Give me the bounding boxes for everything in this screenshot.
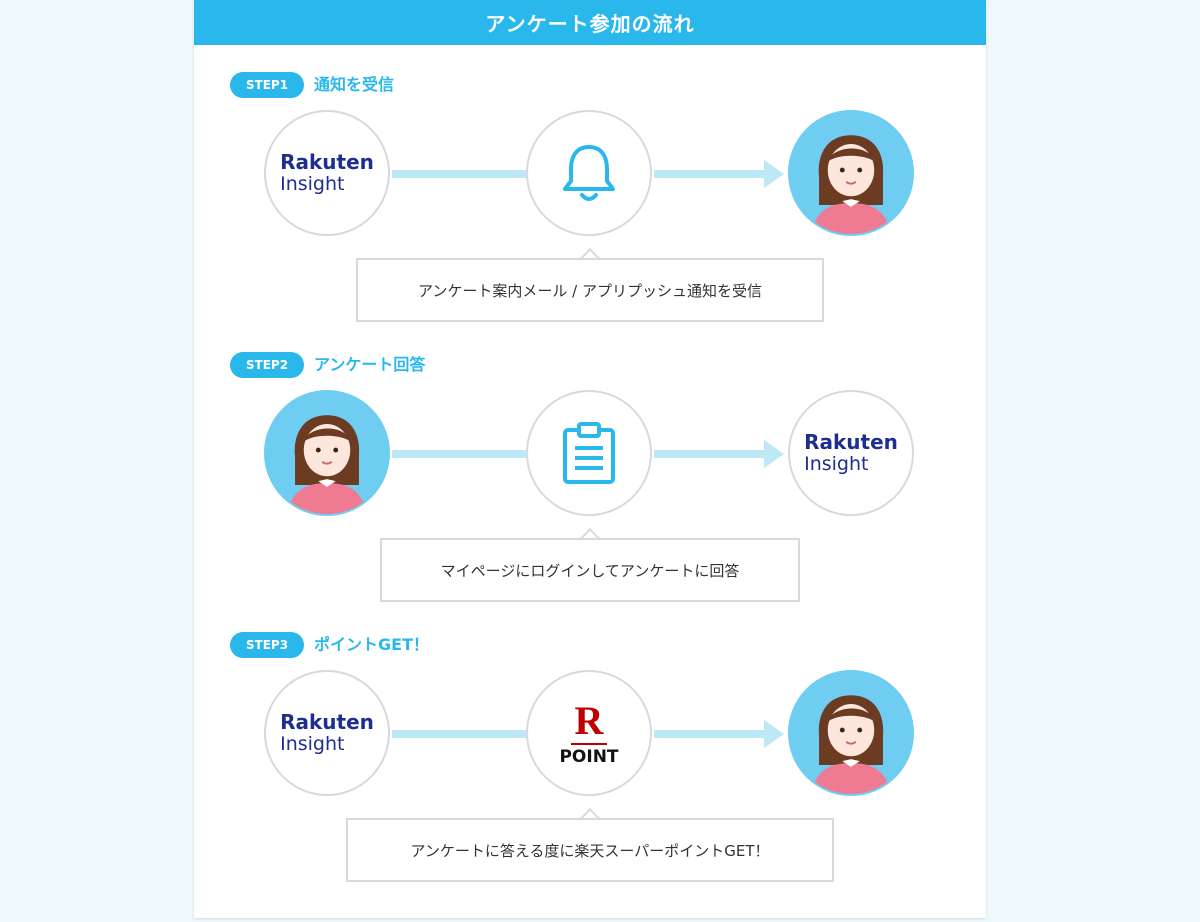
- section-header: アンケート参加の流れ: [194, 0, 986, 45]
- step-title: アンケート回答: [314, 355, 426, 374]
- step-title: 通知を受信: [314, 75, 395, 94]
- step-description: マイページにログインしてアンケートに回答: [380, 538, 800, 602]
- arrow-right-icon: [764, 440, 784, 468]
- flow-card: アンケート参加の流れ STEP1 通知を受信 Rakuten Insight: [194, 0, 986, 918]
- rakuten-insight-logo: Rakuten Insight: [788, 390, 914, 516]
- page-title: アンケート参加の流れ: [485, 12, 695, 36]
- step-1: STEP1 通知を受信 Rakuten Insight: [194, 72, 986, 327]
- woman-avatar: [264, 390, 390, 516]
- rakuten-point-logo: R POINT: [526, 670, 652, 796]
- step-description: アンケートに答える度に楽天スーパーポイントGET！: [346, 818, 834, 882]
- step-description: アンケート案内メール / アプリプッシュ通知を受信: [356, 258, 824, 322]
- step-badge: STEP3: [230, 632, 304, 658]
- connector-line: [392, 730, 528, 738]
- rakuten-insight-logo: Rakuten Insight: [264, 670, 390, 796]
- step-badge: STEP1: [230, 72, 304, 98]
- connector-line: [392, 170, 528, 178]
- arrow-right-icon: [764, 160, 784, 188]
- step-2: STEP2 アンケート回答: [194, 352, 986, 607]
- step-3: STEP3 ポイントGET！ Rakuten Insight R POINT: [194, 632, 986, 887]
- woman-avatar: [788, 670, 914, 796]
- woman-avatar: [788, 110, 914, 236]
- connector-line: [654, 730, 766, 738]
- connector-line: [654, 450, 766, 458]
- clipboard-icon: [563, 422, 615, 484]
- step-badge: STEP2: [230, 352, 304, 378]
- connector-line: [654, 170, 766, 178]
- arrow-right-icon: [764, 720, 784, 748]
- rakuten-insight-logo: Rakuten Insight: [264, 110, 390, 236]
- bell-icon: [563, 145, 615, 201]
- bell-icon-circle: [526, 110, 652, 236]
- connector-line: [392, 450, 528, 458]
- step-title: ポイントGET！: [314, 635, 429, 654]
- clipboard-icon-circle: [526, 390, 652, 516]
